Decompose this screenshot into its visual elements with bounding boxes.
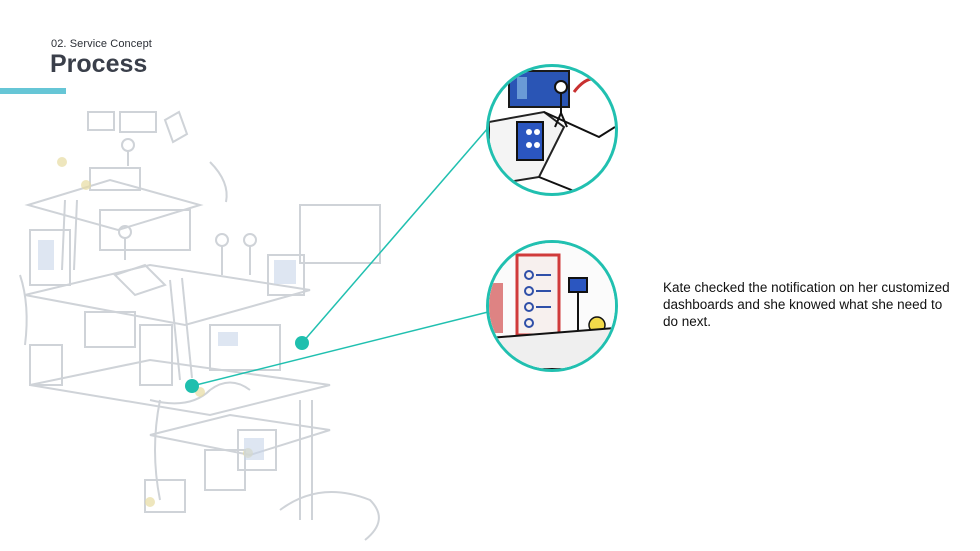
zoom-detail-bottom <box>486 240 618 372</box>
hotspot-dot-top[interactable] <box>295 336 309 350</box>
sketch-illustration <box>19 110 381 541</box>
page-title: Process <box>50 50 148 78</box>
accent-bar <box>0 88 66 94</box>
caption-text: Kate checked the notification on her cus… <box>663 280 950 329</box>
section-label: 02. Service Concept <box>51 38 152 50</box>
zoom-detail-top <box>486 64 618 196</box>
hotspot-dot-bottom[interactable] <box>185 379 199 393</box>
